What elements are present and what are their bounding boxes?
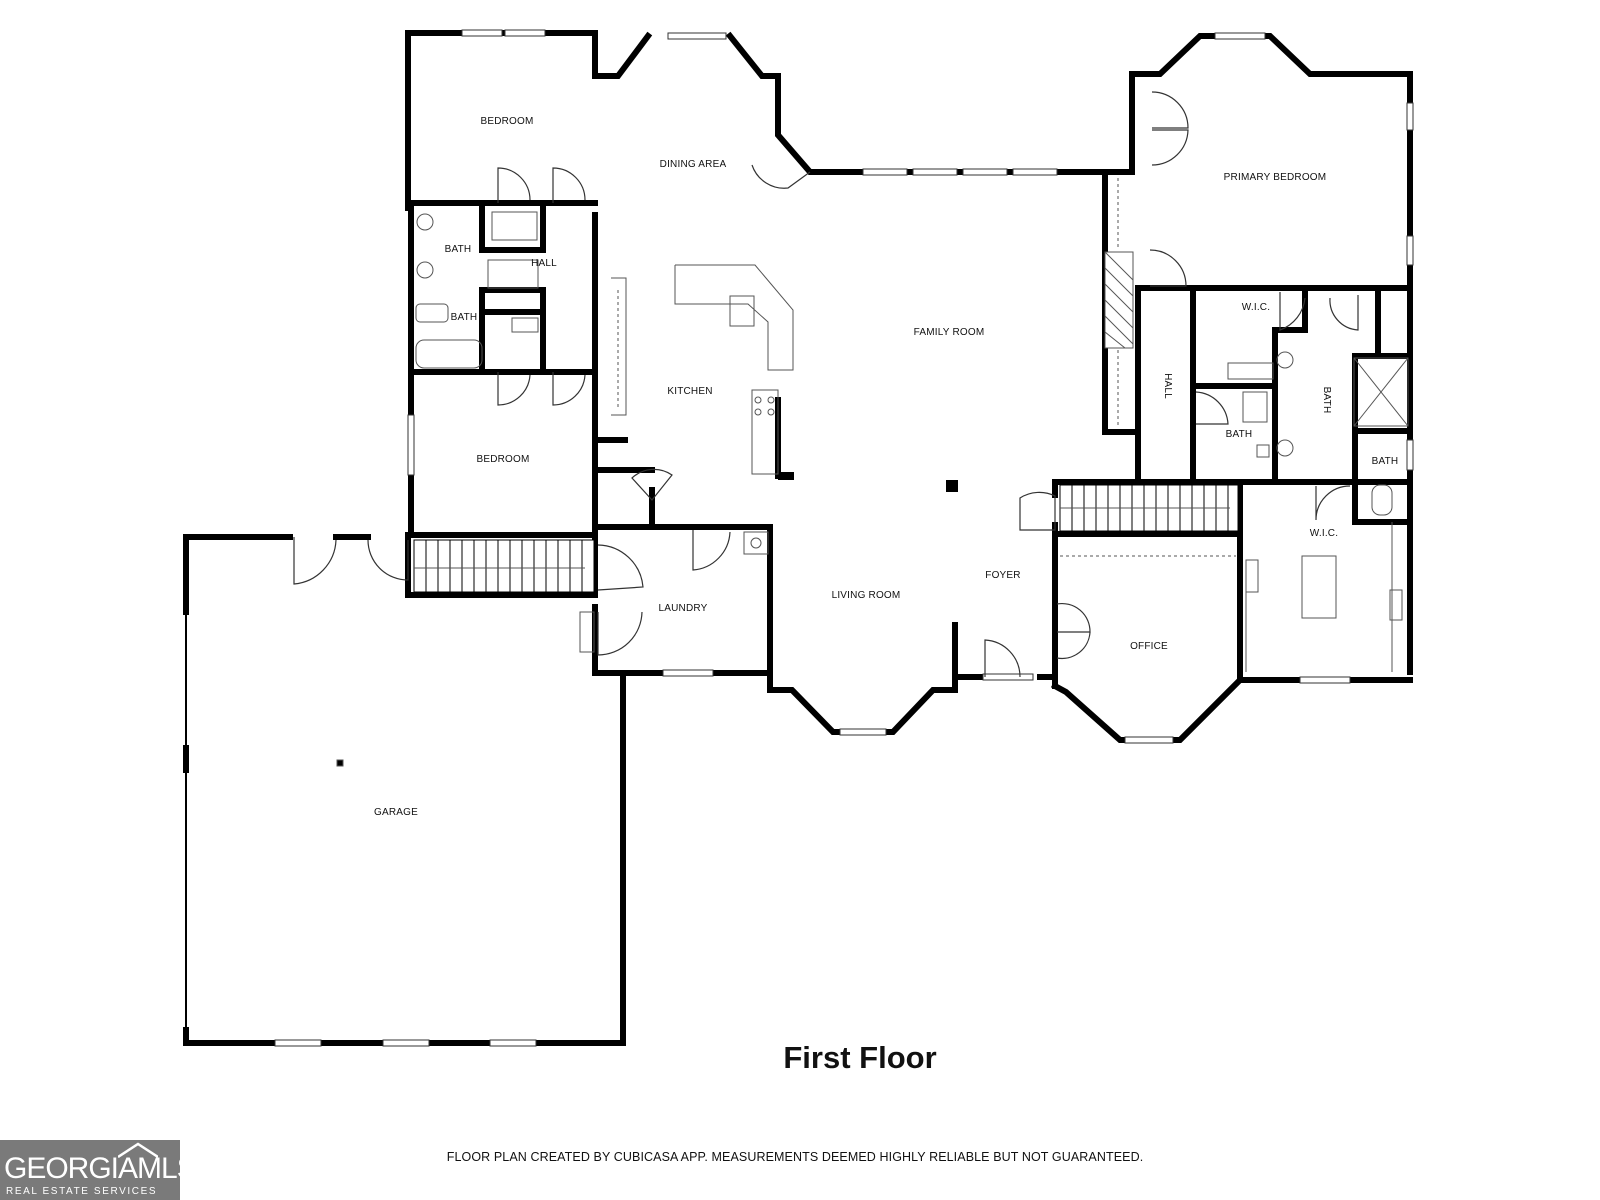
kitchen-label: KITCHEN <box>667 386 712 397</box>
primary-bath-label: BATH <box>1321 387 1332 414</box>
dining-area-label: DINING AREA <box>660 159 727 170</box>
logo-tagline: REAL ESTATE SERVICES <box>6 1186 158 1197</box>
laundry-label: LAUNDRY <box>658 603 707 614</box>
fixtures <box>336 178 1409 767</box>
bath-small-label: BATH <box>1372 456 1399 467</box>
floor-title: First Floor <box>783 1040 937 1075</box>
wic-lower-label: W.I.C. <box>1310 528 1338 539</box>
hall-right-label: HALL <box>1162 373 1173 399</box>
bath-lower-label: BATH <box>451 312 478 323</box>
garage-label: GARAGE <box>374 807 418 818</box>
living-room-label: LIVING ROOM <box>832 590 901 601</box>
foyer-label: FOYER <box>985 570 1020 581</box>
bath-upper-label: BATH <box>445 244 472 255</box>
windows <box>274 29 1414 1047</box>
wic-upper-label: W.I.C. <box>1242 302 1270 313</box>
hall-left-label: HALL <box>531 258 557 269</box>
roof-icon <box>118 1142 158 1158</box>
disclaimer-text: FLOOR PLAN CREATED BY CUBICASA APP. MEAS… <box>446 1150 1144 1164</box>
logo-name-bold: GEORGIA <box>4 1152 138 1185</box>
logo-name-light: MLS <box>137 1152 180 1185</box>
room-labels: BEDROOM BATH HALL BATH BEDROOM DINING AR… <box>374 116 1398 818</box>
door-swings <box>293 91 1359 678</box>
bath-middle-label: BATH <box>1226 429 1253 440</box>
georgia-mls-logo: GEORGIAMLS REAL ESTATE SERVICES <box>0 1140 180 1200</box>
walls <box>183 30 1413 1046</box>
bedroom-upper-label: BEDROOM <box>480 116 533 127</box>
stairs <box>413 484 1239 593</box>
family-room-label: FAMILY ROOM <box>914 327 985 338</box>
bedroom-lower-label: BEDROOM <box>476 454 529 465</box>
office-label: OFFICE <box>1130 641 1168 652</box>
primary-bedroom-label: PRIMARY BEDROOM <box>1224 172 1327 183</box>
logo-wordmark: GEORGIAMLS <box>4 1154 180 1184</box>
